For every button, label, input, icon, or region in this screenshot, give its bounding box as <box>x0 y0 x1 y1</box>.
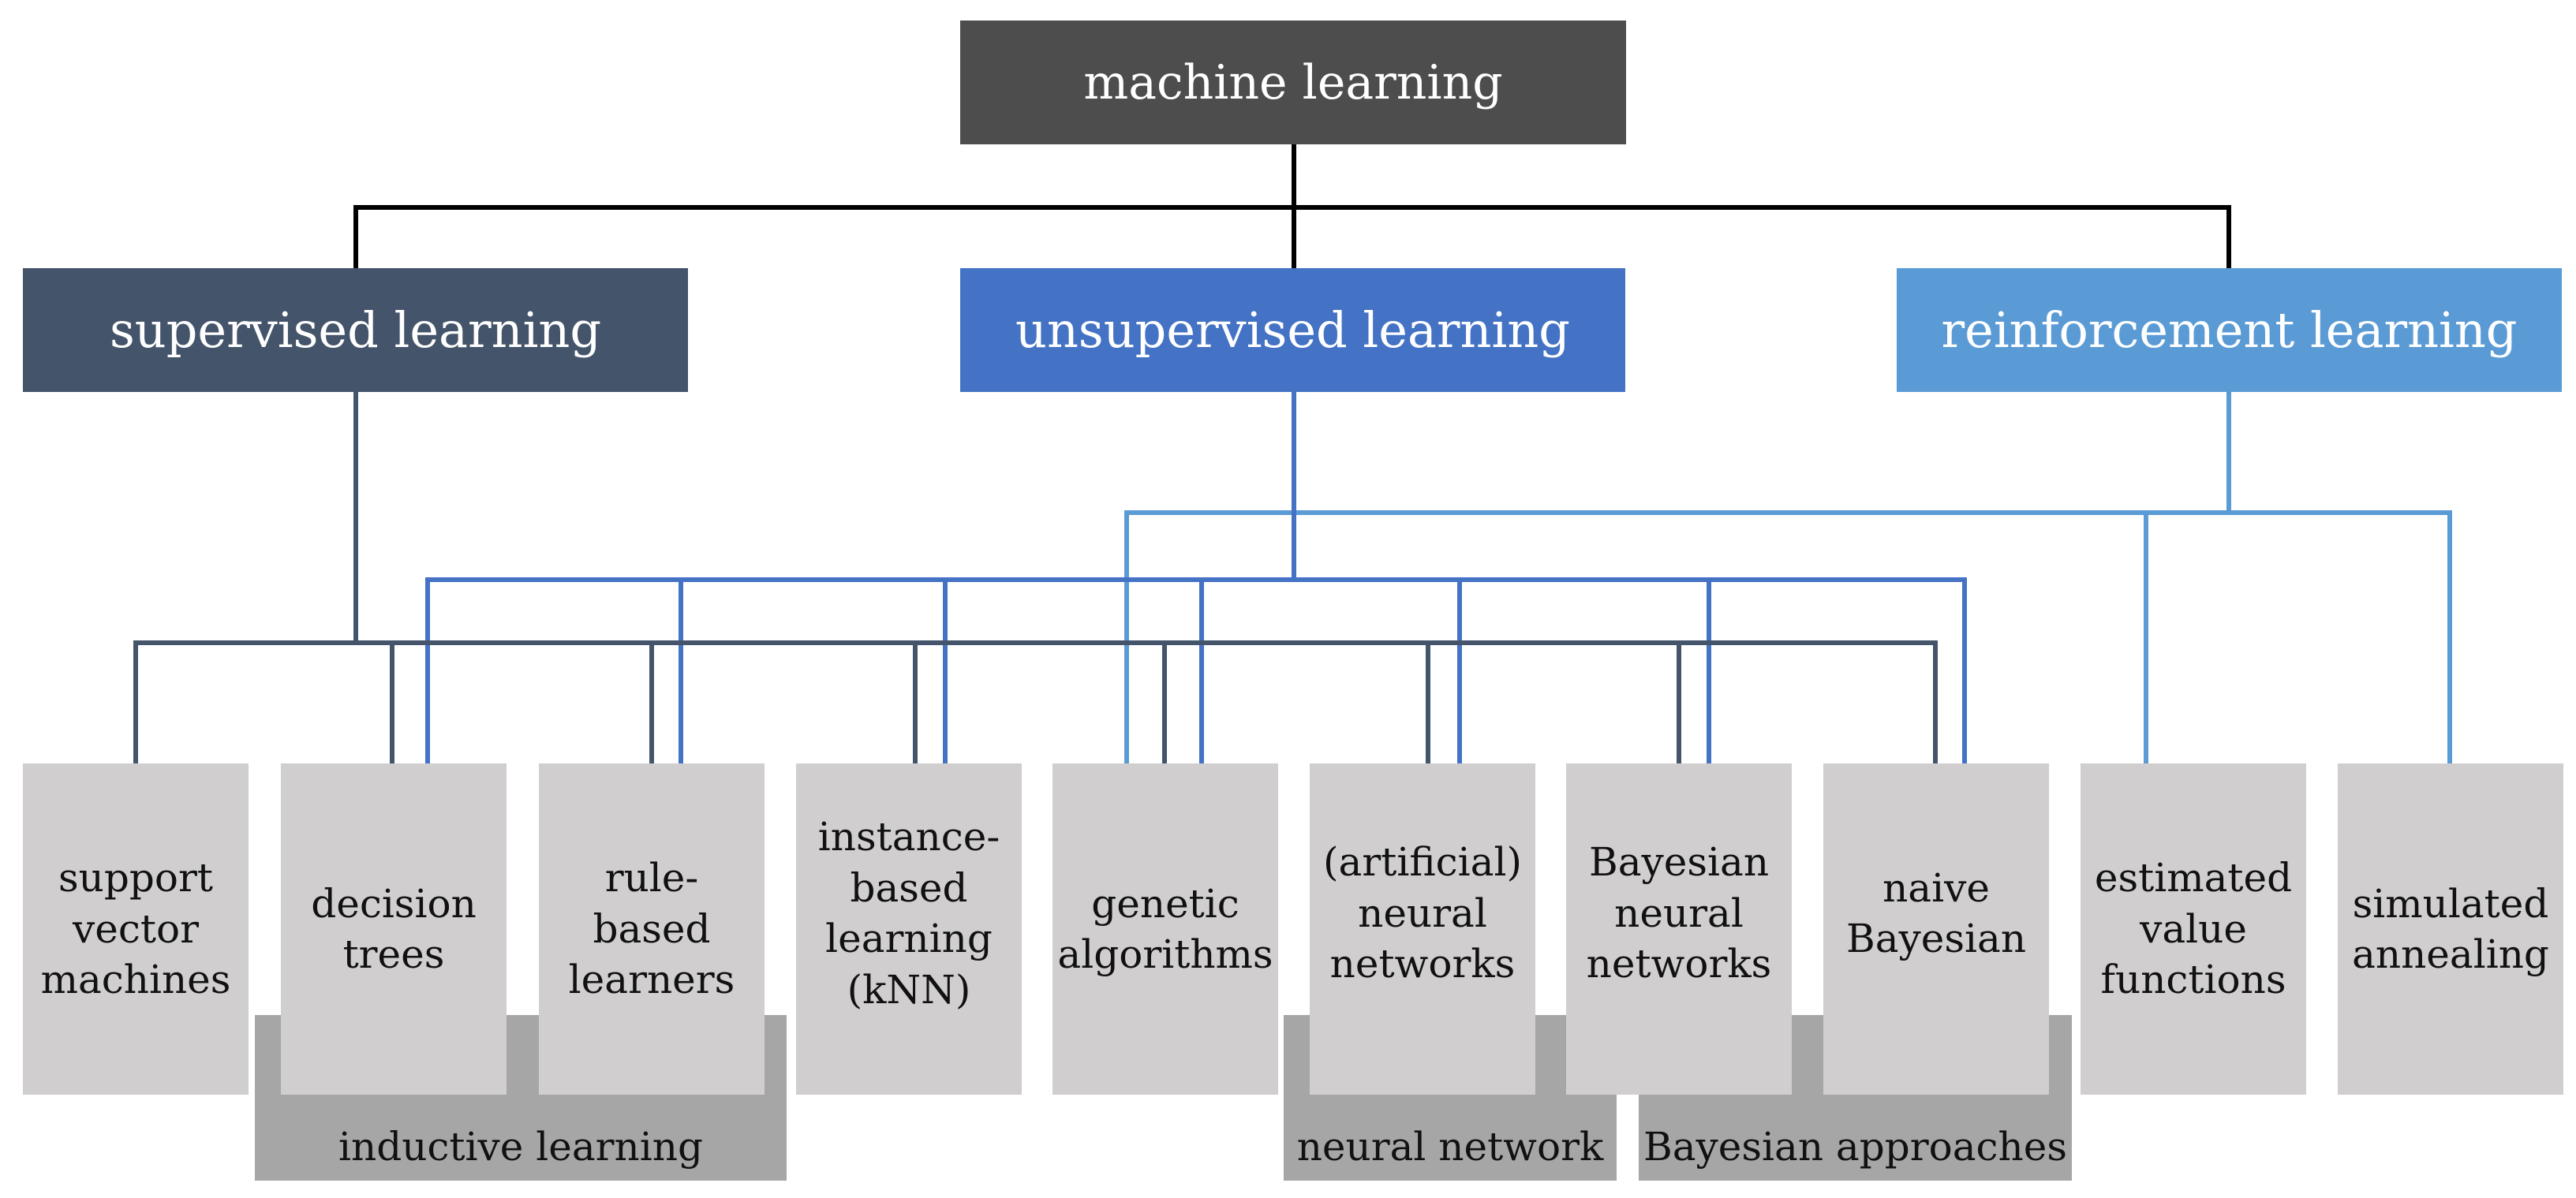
leaf-simulated-annealing: simulated annealing <box>2338 763 2563 1095</box>
unsupervised-connector <box>425 392 1967 763</box>
leaf-genetic-algorithms: genetic algorithms <box>1052 763 1278 1095</box>
supervised-learning-node: supervised learning <box>23 268 688 392</box>
reinforcement-learning-node: reinforcement learning <box>1897 268 2562 392</box>
leaf-artificial-neural-networks: (artificial) neural networks <box>1310 763 1535 1095</box>
reinforcement-connector <box>1124 392 2452 763</box>
leaf-instance-based-learning: instance- based learning (kNN) <box>796 763 1022 1095</box>
root-connector <box>353 144 2231 268</box>
leaf-bayesian-neural-networks: Bayesian neural networks <box>1566 763 1792 1095</box>
unsupervised-learning-node: unsupervised learning <box>960 268 1625 392</box>
leaf-decision-trees: decision trees <box>281 763 507 1095</box>
leaf-support-vector-machines: support vector machines <box>23 763 249 1095</box>
machine-learning-node: machine learning <box>960 21 1626 144</box>
inductive-learning-group: inductive learning <box>255 1015 787 1181</box>
leaf-naive-bayesian: naive Bayesian <box>1823 763 2049 1095</box>
leaf-rule-based-learners: rule- based learners <box>539 763 765 1095</box>
leaf-estimated-value-functions: estimated value functions <box>2081 763 2306 1095</box>
supervised-connector <box>133 392 1938 763</box>
